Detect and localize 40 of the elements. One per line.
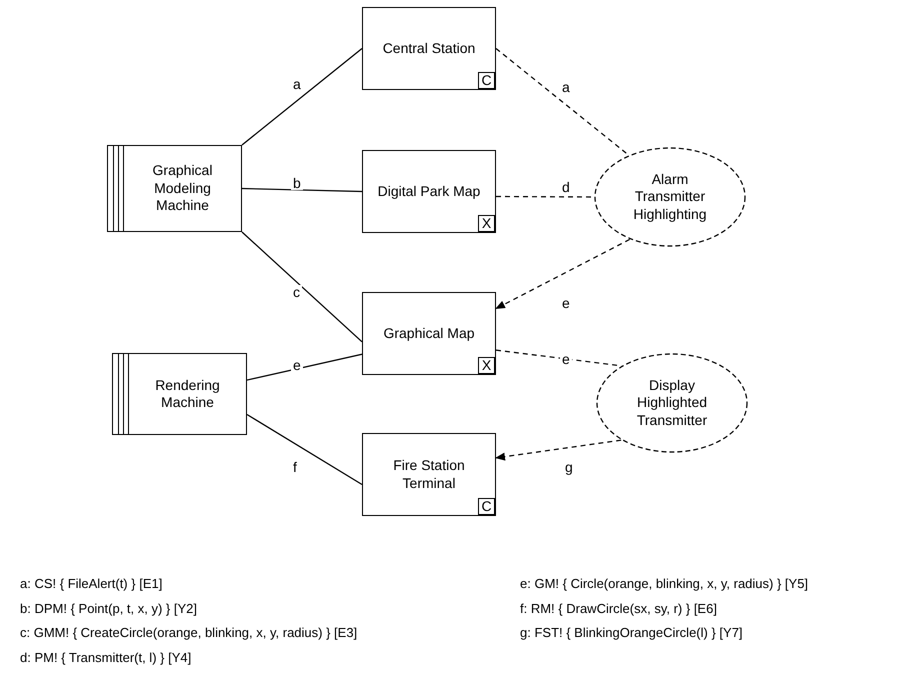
type-marker: C <box>478 72 495 89</box>
connector <box>242 188 362 192</box>
node-label: Digital Park Map <box>378 182 480 200</box>
machine-box <box>112 353 247 435</box>
message-definition: g: FST! { BlinkingOrangeCircle(l) } [Y7] <box>520 624 743 642</box>
message-definition: e: GM! { Circle(orange, blinking, x, y, radius) } [Y5] <box>520 575 808 593</box>
node-label: Graphical Map <box>383 324 475 342</box>
connector <box>246 354 362 381</box>
edge-label: b <box>291 176 303 190</box>
node-label: Rendering Machine <box>154 376 221 412</box>
connector <box>495 238 630 310</box>
connector <box>495 440 622 461</box>
domain-box <box>362 7 496 90</box>
activity-ellipse <box>596 353 748 453</box>
edge-label: d <box>560 180 572 194</box>
domain-box <box>362 150 496 233</box>
connector <box>246 414 362 485</box>
domain-box <box>362 433 496 516</box>
type-marker: X <box>478 357 495 374</box>
machine-box <box>107 145 242 232</box>
node-label: Graphical Modeling Machine <box>152 162 214 215</box>
message-definition: f: RM! { DrawCircle(sx, sy, r) } [E6] <box>520 600 717 618</box>
edge-label: c <box>291 285 302 299</box>
message-definition: a: CS! { FileAlert(t) } [E1] <box>20 575 162 593</box>
connector <box>242 232 362 342</box>
message-definition: b: DPM! { Point(p, t, x, y) } [Y2] <box>20 600 198 618</box>
node-label: Alarm Transmitter Highlighting <box>632 170 708 224</box>
node-label: Fire Station Terminal <box>392 457 466 492</box>
connector <box>242 48 362 146</box>
domain-box <box>362 292 496 375</box>
message-definition: d: PM! { Transmitter(t, l) } [Y4] <box>20 649 192 667</box>
type-marker: C <box>478 498 495 515</box>
activity-ellipse <box>594 147 746 247</box>
connector <box>496 48 629 156</box>
node-label: Display Highlighted Transmitter <box>636 376 708 430</box>
node-label: Central Station <box>382 40 476 58</box>
edge-label: f <box>291 460 299 474</box>
connector <box>496 196 594 198</box>
message-definition: c: GMM! { CreateCircle(orange, blinking, x, y, radius) } [E3] <box>20 624 358 642</box>
type-marker: X <box>478 215 495 232</box>
